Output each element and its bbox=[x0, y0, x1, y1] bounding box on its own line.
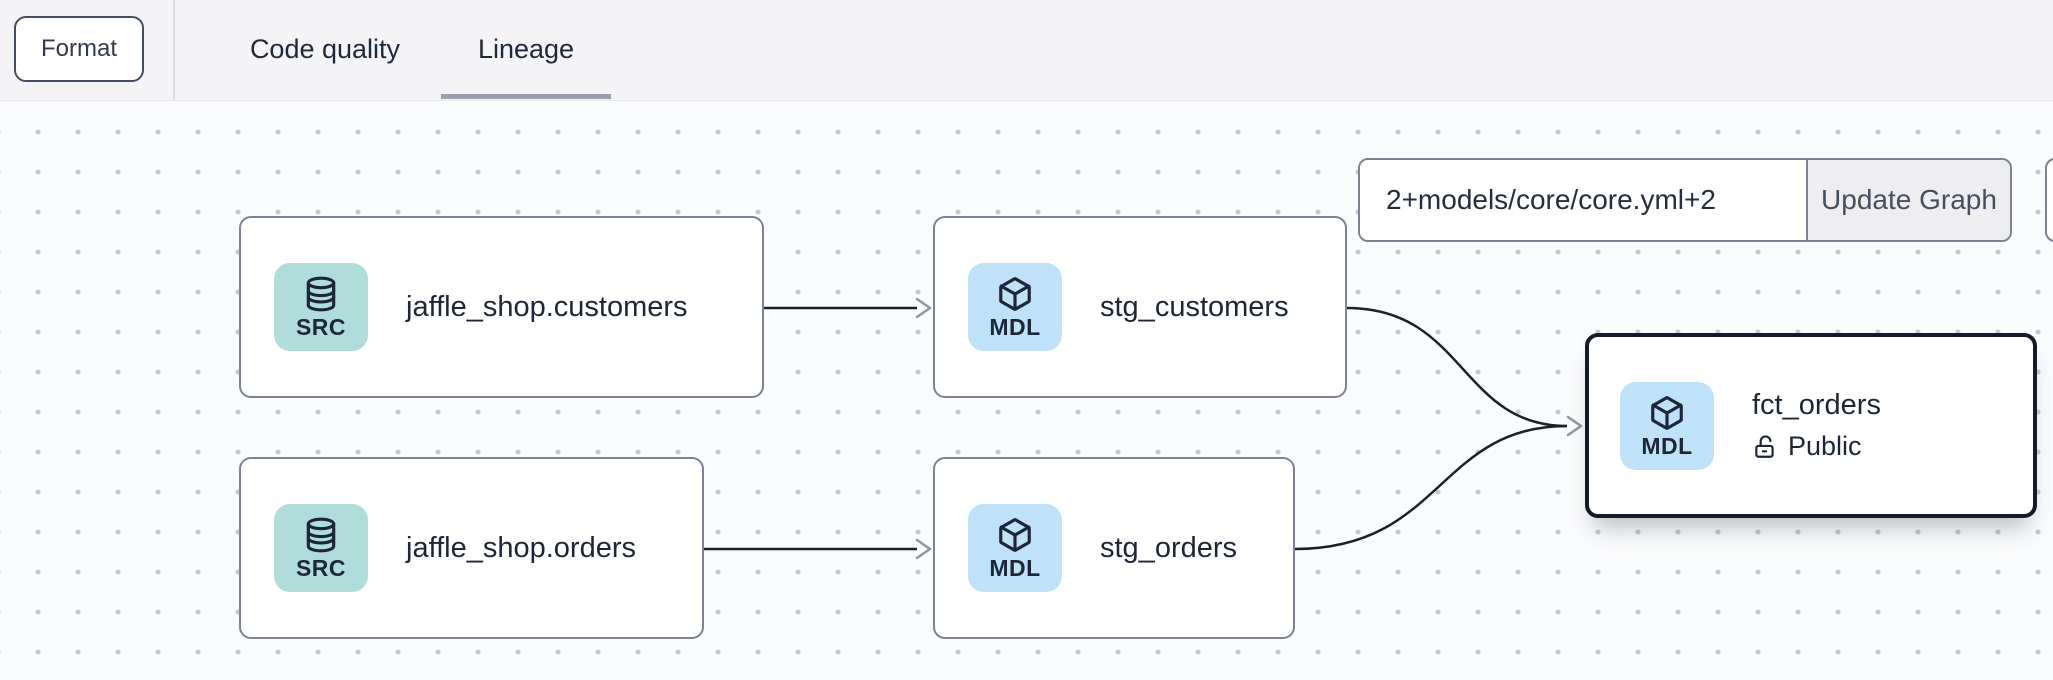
source-badge: SRC bbox=[274, 263, 368, 351]
node-label: stg_orders bbox=[1100, 531, 1238, 564]
access-row: Public bbox=[1752, 431, 1881, 462]
node-source-jaffle-shop-orders[interactable]: SRC jaffle_shop.orders bbox=[239, 457, 704, 639]
toolbar-divider bbox=[173, 0, 175, 100]
badge-label: SRC bbox=[295, 555, 347, 581]
badge-label: MDL bbox=[989, 555, 1041, 581]
update-graph-button[interactable]: Update Graph bbox=[1806, 160, 2010, 240]
node-text-block: fct_orders Public bbox=[1752, 389, 1881, 462]
tab-lineage-label: Lineage bbox=[477, 34, 575, 64]
node-stg-orders[interactable]: MDL stg_orders bbox=[933, 457, 1295, 639]
source-badge: SRC bbox=[274, 504, 368, 592]
cube-icon bbox=[1651, 395, 1683, 430]
node-label: fct_orders bbox=[1752, 389, 1881, 421]
tab-code-quality[interactable]: Code quality bbox=[214, 0, 436, 99]
database-icon bbox=[306, 276, 336, 312]
tab-lineage[interactable]: Lineage bbox=[441, 0, 611, 99]
toolbar: Format Code quality Lineage bbox=[0, 0, 2053, 101]
badge-label: SRC bbox=[295, 314, 347, 340]
database-icon bbox=[306, 517, 336, 553]
node-stg-customers[interactable]: MDL stg_customers bbox=[933, 216, 1347, 398]
active-tab-underline bbox=[441, 94, 611, 99]
tab-code-quality-label: Code quality bbox=[249, 34, 401, 64]
cube-icon bbox=[999, 518, 1031, 552]
badge-label: MDL bbox=[1641, 432, 1693, 459]
format-button[interactable]: Format bbox=[14, 16, 144, 82]
access-label: Public bbox=[1788, 431, 1862, 461]
badge-label: MDL bbox=[989, 314, 1041, 340]
model-badge: MDL bbox=[1620, 381, 1714, 470]
node-label: jaffle_shop.customers bbox=[406, 290, 688, 323]
node-label: jaffle_shop.orders bbox=[406, 531, 637, 564]
model-badge: MDL bbox=[968, 263, 1062, 351]
node-source-jaffle-shop-customers[interactable]: SRC jaffle_shop.customers bbox=[239, 216, 764, 398]
node-fct-orders[interactable]: MDL fct_orders Public bbox=[1585, 333, 2037, 518]
node-label: stg_customers bbox=[1100, 290, 1289, 323]
model-badge: MDL bbox=[968, 504, 1062, 592]
partial-button-right-edge[interactable] bbox=[2045, 158, 2053, 242]
cube-icon bbox=[999, 277, 1031, 311]
graph-selector-group: Update Graph bbox=[1358, 158, 2012, 242]
model-selector-input[interactable] bbox=[1360, 160, 1806, 240]
unlock-icon bbox=[1755, 434, 1774, 458]
